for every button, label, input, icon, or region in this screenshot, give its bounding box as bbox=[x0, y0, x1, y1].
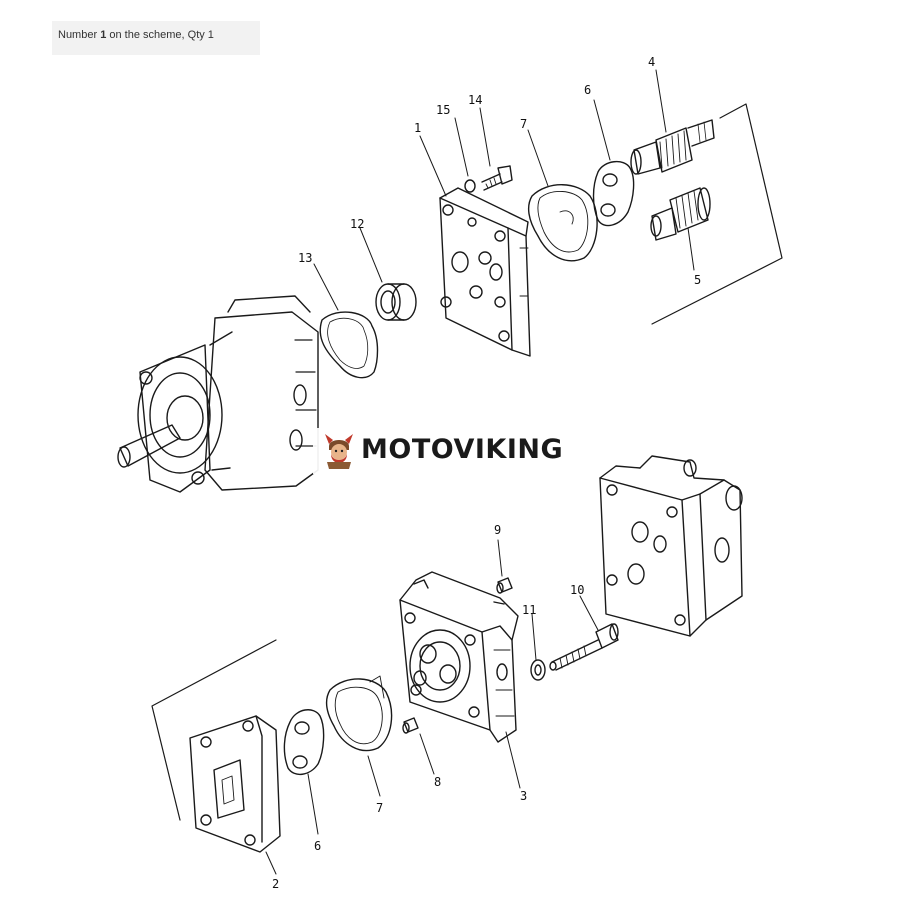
pump-body-right bbox=[599, 455, 743, 637]
viking-mascot-icon bbox=[325, 434, 353, 469]
callout-4: 4 bbox=[648, 55, 655, 69]
callout-7-upper: 7 bbox=[520, 117, 527, 131]
washer-15 bbox=[464, 179, 476, 193]
dowel-pin-8 bbox=[402, 717, 419, 734]
callout-11: 11 bbox=[522, 603, 536, 617]
gasket-7-lower bbox=[325, 675, 393, 752]
pump-body-left bbox=[117, 295, 319, 493]
cover-plate-1 bbox=[439, 187, 531, 357]
callout-2: 2 bbox=[272, 877, 279, 891]
dowel-pin-9 bbox=[496, 577, 513, 594]
callout-15: 15 bbox=[436, 103, 450, 117]
logo-text: MOTOVIKING bbox=[361, 434, 564, 465]
washer-11 bbox=[530, 659, 546, 681]
group-bracket-upper bbox=[651, 103, 783, 325]
gear-housing-3 bbox=[399, 571, 519, 743]
bearing-12 bbox=[375, 283, 417, 321]
callout-9: 9 bbox=[494, 523, 501, 537]
wear-plate-6-upper bbox=[592, 161, 635, 227]
caption-box: Number 1 on the scheme, Qty 1 bbox=[52, 21, 260, 55]
bolt-14 bbox=[481, 165, 513, 191]
callout-8: 8 bbox=[434, 775, 441, 789]
bolt-10 bbox=[549, 623, 619, 671]
mounting-flange-2 bbox=[189, 715, 281, 853]
caption-suffix: on the scheme, Qty 1 bbox=[106, 29, 214, 41]
watermark-logo: MOTOVIKING bbox=[313, 428, 585, 474]
caption-prefix: Number bbox=[58, 29, 101, 41]
callout-5: 5 bbox=[694, 273, 701, 287]
callout-3: 3 bbox=[520, 789, 527, 803]
driven-gear-5 bbox=[650, 187, 711, 241]
callout-1: 1 bbox=[414, 121, 421, 135]
leader-lines bbox=[265, 69, 695, 875]
callout-6-lower: 6 bbox=[314, 839, 321, 853]
callout-12: 12 bbox=[350, 217, 364, 231]
gasket-13 bbox=[319, 311, 379, 379]
callout-14: 14 bbox=[468, 93, 482, 107]
drive-gear-4 bbox=[630, 119, 715, 175]
caption-number: 1 bbox=[100, 29, 107, 41]
callout-6-upper: 6 bbox=[584, 83, 591, 97]
callout-7-lower: 7 bbox=[376, 801, 383, 815]
wear-plate-6-lower bbox=[283, 709, 325, 775]
callout-labels: 1 2 3 4 5 6 7 8 9 10 11 12 13 14 15 6 7 bbox=[272, 55, 701, 891]
gasket-7-upper bbox=[527, 184, 598, 262]
group-bracket-lower bbox=[151, 639, 277, 821]
caption-text: Number 1 on the scheme, Qty 1 bbox=[58, 29, 214, 41]
callout-13: 13 bbox=[298, 251, 312, 265]
callout-10: 10 bbox=[570, 583, 584, 597]
